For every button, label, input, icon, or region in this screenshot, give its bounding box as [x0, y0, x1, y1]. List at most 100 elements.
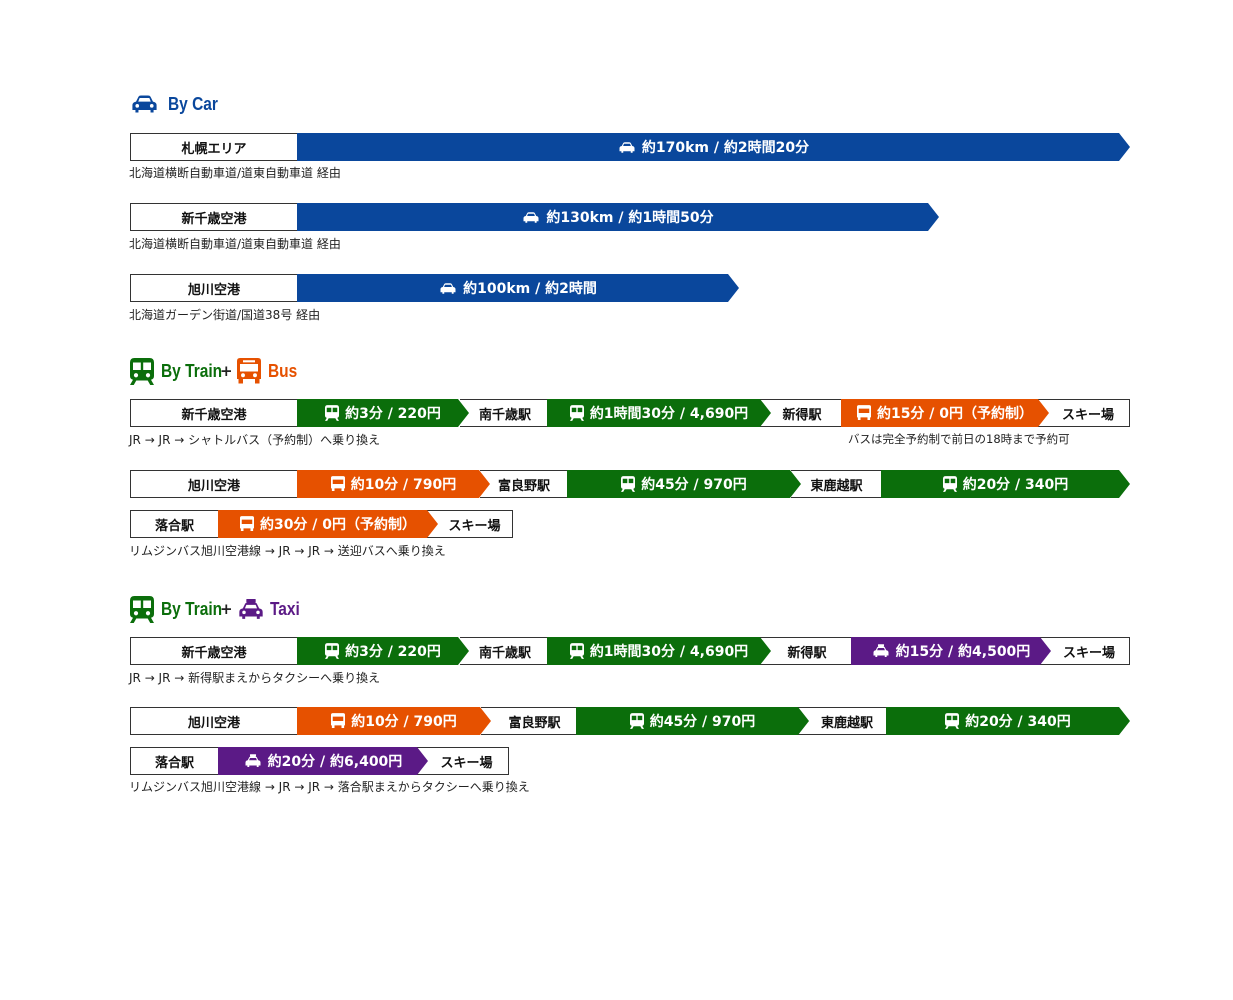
- train-icon: [130, 596, 154, 623]
- origin-label: 新千歳空港: [130, 399, 298, 427]
- origin-label: 札幌エリア: [130, 133, 298, 161]
- taxi-icon: [237, 596, 265, 623]
- car-icon: [130, 93, 159, 115]
- taxi-icon: [872, 644, 890, 658]
- station-label: 新得駅: [760, 637, 854, 665]
- train-leg: 約45分 / 970円: [576, 707, 809, 735]
- origin-label: 落合駅: [130, 747, 219, 775]
- leg-text: 約10分 / 790円: [351, 714, 457, 730]
- train-bus-route-new-chitose: 新千歳空港 南千歳駅 新得駅 スキー場 約3分 / 220円 約1時間30分 /…: [130, 399, 1130, 427]
- origin-label: 旭川空港: [130, 707, 298, 735]
- route-note: 北海道横断自動車道/道東自動車道 経由: [129, 237, 341, 251]
- section-title-train-bus: By Train + Bus: [130, 356, 302, 386]
- destination-label: スキー場: [1034, 399, 1130, 427]
- train-leg: 約1時間30分 / 4,690円: [547, 637, 771, 665]
- leg-text: 約20分 / 340円: [965, 714, 1071, 730]
- bus-icon: [237, 358, 261, 385]
- car-leg: 約130km / 約1時間50分: [297, 203, 939, 231]
- train-icon: [630, 713, 644, 729]
- bus-leg: 約30分 / 0円（予約制）: [218, 510, 438, 538]
- bus-leg: 約10分 / 790円: [297, 470, 490, 498]
- train-bus-route-ochiai: 落合駅 スキー場 約30分 / 0円（予約制）: [130, 510, 513, 538]
- station-label: 富良野駅: [481, 707, 578, 735]
- section-title-train-text: By Train: [161, 598, 223, 619]
- origin-label: 落合駅: [130, 510, 219, 538]
- leg-text: 約10分 / 790円: [350, 477, 457, 493]
- bus-leg: 約15分 / 0円（予約制）: [841, 399, 1049, 427]
- train-icon: [570, 643, 584, 659]
- train-icon: [325, 643, 339, 659]
- train-bus-route-asahikawa: 旭川空港 富良野駅 東鹿越駅 約10分 / 790円 約45分 / 970円 約…: [130, 470, 1130, 498]
- taxi-leg: 約15分 / 約4,500円: [851, 637, 1051, 665]
- leg-text: 約3分 / 220円: [345, 406, 441, 422]
- leg-text: 約170km / 約2時間20分: [641, 140, 810, 156]
- leg-text: 約30分 / 0円（予約制）: [259, 517, 417, 533]
- route-note: 北海道ガーデン街道/国道38号 経由: [129, 308, 321, 322]
- leg-text: 約130km / 約1時間50分: [546, 210, 714, 226]
- train-icon: [570, 405, 584, 421]
- train-taxi-route-ochiai: 落合駅 スキー場 約20分 / 約6,400円: [130, 747, 509, 775]
- train-taxi-route-asahikawa: 旭川空港 富良野駅 東鹿越駅 約10分 / 790円 約45分 / 970円 約…: [130, 707, 1130, 735]
- station-label: 南千歳駅: [460, 637, 550, 665]
- leg-text: 約3分 / 220円: [345, 644, 441, 660]
- bus-icon: [331, 713, 345, 729]
- train-icon: [945, 713, 959, 729]
- station-label: 東鹿越駅: [791, 470, 882, 498]
- train-leg: 約3分 / 220円: [297, 637, 469, 665]
- train-leg: 約20分 / 340円: [881, 470, 1130, 498]
- car-icon: [439, 282, 457, 295]
- destination-label: スキー場: [416, 747, 509, 775]
- leg-text: 約100km / 約2時間: [463, 281, 597, 297]
- taxi-leg: 約20分 / 約6,400円: [218, 747, 428, 775]
- car-icon: [618, 141, 636, 154]
- train-icon: [325, 405, 339, 421]
- train-taxi-route-new-chitose: 新千歳空港 南千歳駅 新得駅 スキー場 約3分 / 220円 約1時間30分 /…: [130, 637, 1130, 665]
- station-label: 新得駅: [760, 399, 844, 427]
- train-leg: 約20分 / 340円: [886, 707, 1130, 735]
- reservation-note: バスは完全予約制で前日の18時まで予約可: [848, 432, 1070, 446]
- bus-leg: 約10分 / 790円: [297, 707, 491, 735]
- car-route-new-chitose: 新千歳空港 約130km / 約1時間50分: [130, 203, 939, 231]
- train-icon: [943, 476, 957, 492]
- station-label: 富良野駅: [480, 470, 568, 498]
- section-title-taxi-text: Taxi: [269, 598, 300, 619]
- origin-label: 新千歳空港: [130, 637, 298, 665]
- leg-text: 約1時間30分 / 4,690円: [589, 644, 749, 660]
- route-note: JR → JR → 新得駅まえからタクシーへ乗り換え: [129, 671, 381, 685]
- section-title-text: By Car: [168, 93, 218, 114]
- leg-text: 約45分 / 970円: [641, 477, 747, 493]
- station-label: 東鹿越駅: [798, 707, 888, 735]
- origin-label: 新千歳空港: [130, 203, 298, 231]
- car-route-sapporo: 札幌エリア 約170km / 約2時間20分: [130, 133, 1130, 161]
- route-note: 北海道横断自動車道/道東自動車道 経由: [129, 166, 341, 180]
- route-note: リムジンバス旭川空港線 → JR → JR → 送迎バスへ乗り換え: [129, 544, 446, 558]
- section-title-by-car: By Car: [130, 89, 226, 119]
- leg-text: 約1時間30分 / 4,690円: [589, 406, 749, 422]
- car-leg: 約170km / 約2時間20分: [297, 133, 1130, 161]
- leg-text: 約20分 / 340円: [962, 477, 1069, 493]
- leg-text: 約15分 / 約4,500円: [895, 644, 1031, 660]
- route-note: JR → JR → シャトルバス（予約制）へ乗り換え: [129, 433, 381, 447]
- section-title-train-text: By Train: [161, 360, 223, 381]
- origin-label: 旭川空港: [130, 274, 298, 302]
- leg-text: 約15分 / 0円（予約制）: [876, 406, 1034, 422]
- section-title-train-taxi: By Train + Taxi: [130, 594, 304, 624]
- origin-label: 旭川空港: [130, 470, 298, 498]
- leg-text: 約20分 / 約6,400円: [267, 754, 403, 770]
- car-icon: [522, 211, 540, 224]
- destination-label: スキー場: [1040, 637, 1130, 665]
- route-note: リムジンバス旭川空港線 → JR → JR → 落合駅まえからタクシーへ乗り換え: [129, 780, 530, 794]
- car-leg: 約100km / 約2時間: [297, 274, 739, 302]
- bus-icon: [857, 405, 871, 421]
- bus-icon: [331, 476, 345, 492]
- train-icon: [621, 476, 635, 492]
- bus-icon: [240, 516, 254, 532]
- station-label: 南千歳駅: [460, 399, 550, 427]
- plus-sign: +: [220, 600, 233, 618]
- plus-sign: +: [220, 362, 233, 380]
- car-route-asahikawa: 旭川空港 約100km / 約2時間: [130, 274, 739, 302]
- train-leg: 約3分 / 220円: [297, 399, 469, 427]
- section-title-bus-text: Bus: [267, 360, 297, 381]
- train-leg: 約45分 / 970円: [567, 470, 801, 498]
